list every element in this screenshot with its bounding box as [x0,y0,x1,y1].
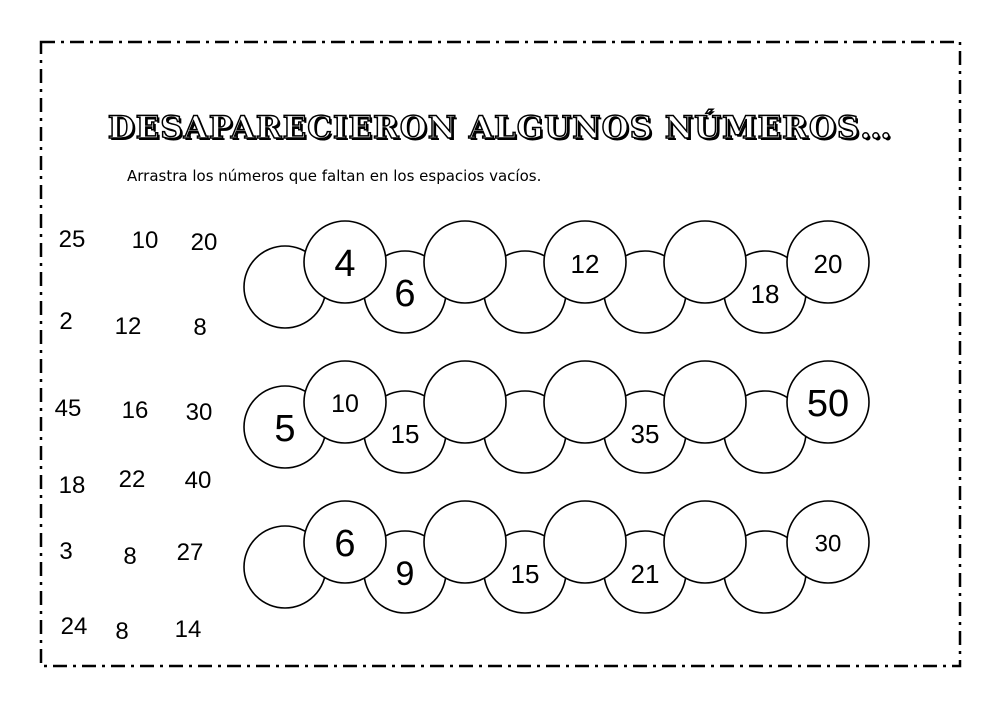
draggable-number[interactable]: 40 [184,467,212,494]
circle-number: 9 [396,555,415,593]
empty-drop-slot[interactable] [543,360,627,444]
instruction-text: Arrastra los números que faltan en los e… [127,167,542,185]
draggable-number[interactable]: 27 [176,539,204,566]
circle-number: 12 [571,249,600,279]
draggable-number[interactable]: 18 [58,472,86,499]
draggable-number[interactable]: 3 [59,538,73,565]
draggable-number[interactable]: 25 [58,226,86,253]
empty-drop-slot[interactable] [543,500,627,584]
circle-number: 6 [394,273,415,315]
caterpillar-row: 5 15 35 10 50 [243,360,870,474]
empty-drop-slot[interactable] [423,220,507,304]
number-circle [303,220,387,304]
draggable-number[interactable]: 22 [118,466,146,493]
draggable-number[interactable]: 45 [54,395,82,422]
number-circle [303,500,387,584]
empty-drop-slot[interactable] [663,360,747,444]
draggable-number[interactable]: 8 [123,543,137,570]
circle-number: 50 [807,383,849,425]
draggable-number[interactable]: 8 [115,618,129,645]
circle-number: 15 [391,419,420,449]
circle-number: 30 [815,531,842,558]
empty-drop-slot[interactable] [663,500,747,584]
draggable-number[interactable]: 14 [174,616,202,643]
circle-number: 35 [631,419,660,449]
circle-number: 6 [334,523,355,565]
circle-number: 4 [334,243,355,285]
caterpillar-row: 6 18 4 12 20 [243,220,870,334]
draggable-number[interactable]: 8 [193,314,207,341]
draggable-number[interactable]: 20 [190,229,218,256]
draggable-number[interactable]: 10 [131,227,159,254]
number-circle [786,220,870,304]
circle-number: 18 [751,279,780,309]
circle-number: 10 [331,390,359,418]
empty-drop-slot[interactable] [663,220,747,304]
draggable-number[interactable]: 12 [114,313,142,340]
number-circle [543,220,627,304]
draggable-number[interactable]: 30 [185,399,213,426]
draggable-number[interactable]: 2 [59,308,73,335]
empty-drop-slot[interactable] [423,500,507,584]
draggable-number[interactable]: 24 [60,613,88,640]
draggable-number[interactable]: 16 [121,397,149,424]
circle-number: 5 [274,408,295,450]
number-circle [303,360,387,444]
circle-number: 21 [631,559,660,589]
empty-drop-slot[interactable] [423,360,507,444]
caterpillar-row: 9 15 21 6 30 [243,500,870,614]
number-circle [786,500,870,584]
circle-number: 15 [511,559,540,589]
circle-number: 20 [814,249,843,279]
page-title: DESAPARECIERON ALGUNOS NÚMEROS… [107,109,893,147]
number-circle [786,360,870,444]
